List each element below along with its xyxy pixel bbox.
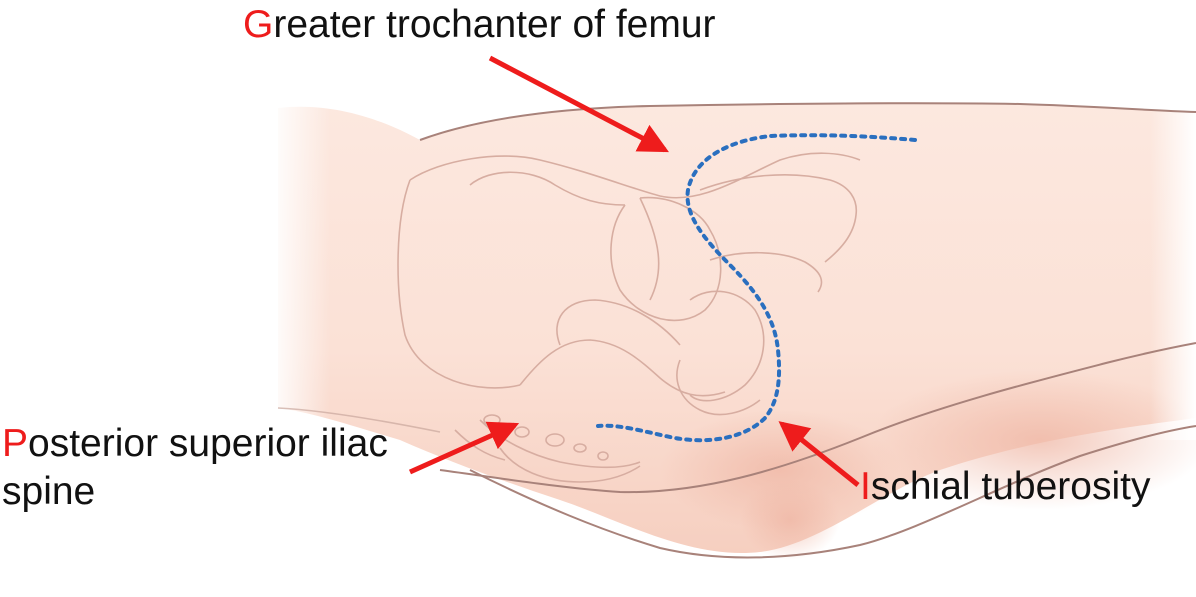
- arrow-psis: [408, 421, 520, 475]
- incision-line: [596, 133, 917, 443]
- label-posterior-superior-iliac-spine: Posterior superior iliac spine: [2, 420, 388, 516]
- left-fade: [270, 90, 330, 430]
- label-ischial-tuberosity-initial: I: [860, 465, 871, 508]
- buttock-contour: [439, 342, 1196, 494]
- pelvis-bones: [397, 152, 861, 483]
- label-greater-trochanter-initial: G: [243, 3, 274, 46]
- right-fade: [1150, 100, 1196, 440]
- label-ischial-tuberosity-text: schial tuberosity: [870, 465, 1151, 508]
- lower-leg-contour: [469, 425, 1196, 559]
- arrow-greater-trochanter: [488, 55, 669, 153]
- upper-body-contour: [419, 102, 1196, 141]
- label-psis-text: osterior superior iliac: [28, 422, 388, 465]
- label-psis-line1: Posterior superior iliac: [2, 420, 388, 468]
- knee-shadow: [740, 480, 840, 560]
- label-psis-initial: P: [2, 422, 29, 465]
- back-contour: [277, 407, 441, 433]
- arrow-ischial-tuberosity: [778, 421, 860, 487]
- label-psis-line2: spine: [2, 470, 96, 513]
- label-greater-trochanter: Greater trochanter of femur: [243, 1, 716, 49]
- label-greater-trochanter-text: reater trochanter of femur: [273, 3, 716, 46]
- label-ischial-tuberosity: Ischial tuberosity: [860, 463, 1150, 511]
